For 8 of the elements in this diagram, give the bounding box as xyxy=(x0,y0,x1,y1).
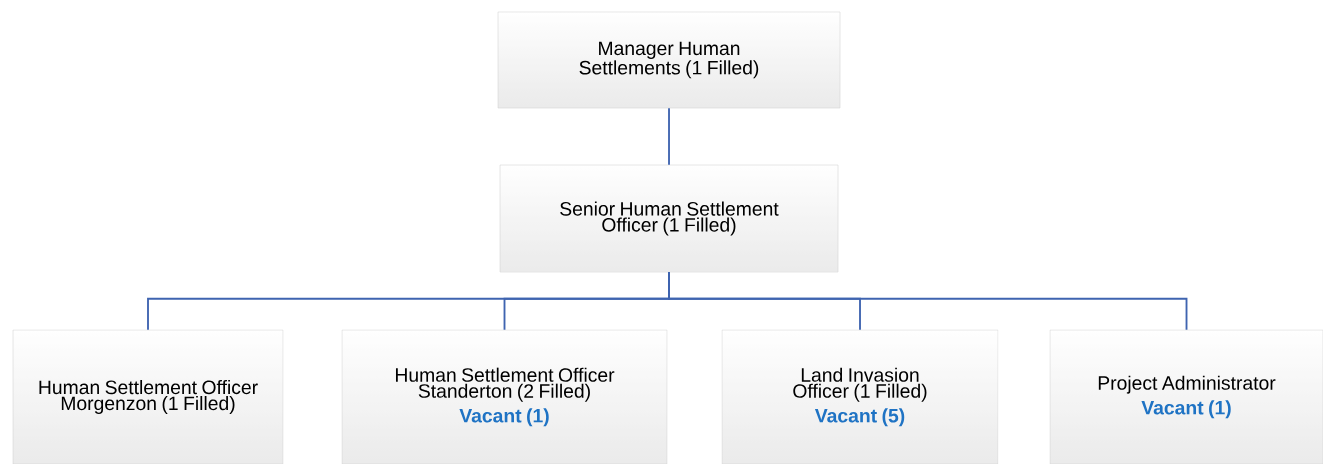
position-box: Project Administrator Vacant (1) xyxy=(1049,329,1323,464)
position-box: Manager Human Settlements (1 Filled) xyxy=(497,11,841,109)
position-box: Land Invasion Officer (1 Filled) Vacant (5) xyxy=(721,329,999,464)
connector-line xyxy=(668,271,1188,331)
connector-line xyxy=(668,107,670,166)
position-box: Human Settlement Officer Morgenzon (1 Filled) xyxy=(12,329,284,464)
position-box: Senior Human Settlement Officer (1 Filled) xyxy=(499,164,839,273)
position-box: Human Settlement Officer Standerton (2 Filled) Vacant (1) xyxy=(341,329,668,464)
